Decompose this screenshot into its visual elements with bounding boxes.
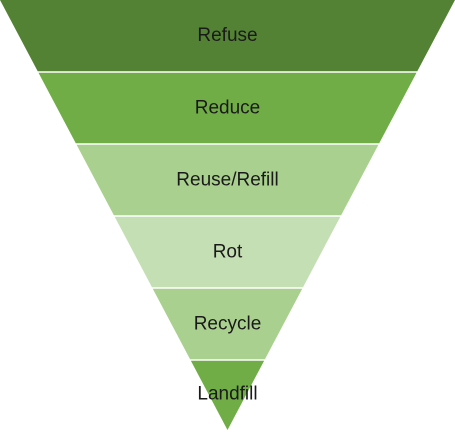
tier-recycle	[152, 288, 303, 360]
tier-label-reuse-refill: Reuse/Refill	[176, 170, 278, 191]
tier-label-refuse: Refuse	[197, 25, 257, 46]
tier-landfill	[190, 360, 265, 430]
tier-label-recycle: Recycle	[194, 314, 262, 335]
tier-reduce	[38, 72, 417, 144]
tier-label-reduce: Reduce	[195, 98, 261, 119]
tier-label-rot: Rot	[213, 242, 243, 263]
tier-rot	[114, 216, 341, 288]
tier-reuse-refill	[76, 144, 379, 216]
tier-refuse	[0, 0, 455, 72]
tier-label-landfill: Landfill	[197, 384, 257, 405]
